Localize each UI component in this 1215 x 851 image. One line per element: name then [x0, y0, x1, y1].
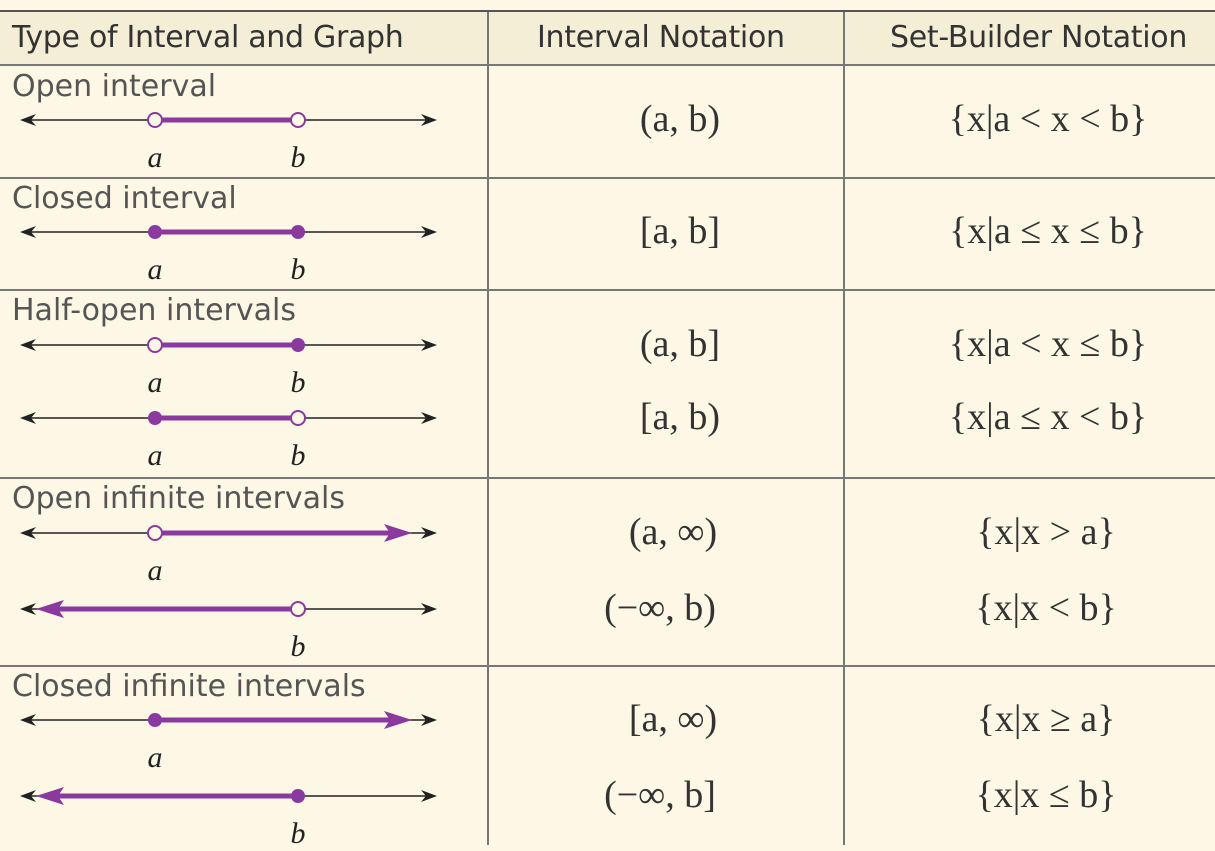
- closed-endpoint-icon: [148, 713, 162, 727]
- endpoint-label-b: b: [291, 630, 306, 663]
- axis-arrow-right-icon: [421, 790, 437, 802]
- set-builder-notation: {x|a ≤ x ≤ b}: [949, 210, 1147, 252]
- endpoint-label-a: a: [148, 253, 163, 286]
- open-endpoint-icon: [290, 601, 306, 617]
- header-interval: Interval Notation: [537, 20, 785, 55]
- endpoint-label-a: a: [148, 741, 163, 774]
- row-divider: [0, 477, 1215, 479]
- interval-arrow-right-icon: [384, 711, 412, 729]
- header-type: Type of Interval and Graph: [12, 20, 404, 55]
- axis-arrow-right-icon: [421, 339, 437, 351]
- header-setbuilder: Set-Builder Notation: [890, 20, 1188, 55]
- table-top-border: [0, 10, 1215, 12]
- set-builder-notation: {x|x < b}: [975, 587, 1117, 629]
- axis-arrow-right-icon: [421, 226, 437, 238]
- interval-notation: (a, b): [639, 98, 721, 140]
- open-endpoint-icon: [147, 525, 163, 541]
- interval-notation: (a, ∞): [628, 511, 718, 553]
- set-builder-notation: {x|a ≤ x < b}: [948, 396, 1148, 438]
- set-builder-notation: {x|a < x < b}: [948, 98, 1148, 140]
- open-endpoint-icon: [147, 337, 163, 353]
- closed-endpoint-icon: [148, 225, 162, 239]
- row-divider: [0, 177, 1215, 179]
- interval-notation: [a, ∞): [628, 698, 718, 740]
- axis-arrow-left-icon: [20, 603, 36, 615]
- column-divider-1: [487, 12, 489, 845]
- closed-endpoint-icon: [291, 338, 305, 352]
- endpoint-label-b: b: [291, 817, 306, 850]
- open-endpoint-icon: [147, 112, 163, 128]
- section-label-closed-interval: Closed interval: [12, 181, 237, 216]
- axis-arrow-right-icon: [421, 714, 437, 726]
- axis-arrow-left-icon: [20, 339, 36, 351]
- endpoint-label-b: b: [291, 439, 306, 472]
- axis-arrow-left-icon: [20, 412, 36, 424]
- axis-arrow-right-icon: [421, 114, 437, 126]
- number-line-graph: a: [20, 524, 437, 587]
- axis-arrow-right-icon: [421, 527, 437, 539]
- endpoint-label-a: a: [148, 554, 163, 587]
- axis-arrow-left-icon: [20, 527, 36, 539]
- axis-arrow-right-icon: [421, 603, 437, 615]
- set-builder-notation: {x|a < x ≤ b}: [948, 323, 1148, 365]
- number-line-graph: a: [20, 711, 437, 774]
- section-label-open-interval: Open interval: [12, 69, 217, 104]
- open-endpoint-icon: [290, 112, 306, 128]
- interval-notation: (−∞, b]: [604, 774, 716, 816]
- interval-notation: [a, b]: [639, 210, 721, 252]
- endpoint-label-b: b: [291, 141, 306, 174]
- axis-arrow-left-icon: [20, 714, 36, 726]
- section-label-open-infinite: Open infinite intervals: [12, 481, 346, 516]
- column-divider-2: [843, 12, 845, 845]
- interval-notation: (a, b]: [639, 323, 721, 365]
- open-endpoint-icon: [290, 410, 306, 426]
- section-label-closed-infinite: Closed infinite intervals: [12, 669, 366, 704]
- row-divider: [0, 665, 1215, 667]
- set-builder-notation: {x|x ≥ a}: [976, 698, 1116, 740]
- axis-arrow-left-icon: [20, 790, 36, 802]
- set-builder-notation: {x|x > a}: [976, 511, 1116, 553]
- interval-notation: [a, b): [639, 396, 721, 438]
- section-label-half-open: Half-open intervals: [12, 293, 296, 328]
- row-divider: [0, 289, 1215, 291]
- number-line-graph: b: [20, 600, 437, 663]
- endpoint-label-a: a: [148, 141, 163, 174]
- closed-endpoint-icon: [291, 225, 305, 239]
- endpoint-label-b: b: [291, 253, 306, 286]
- interval-arrow-left-icon: [36, 600, 64, 618]
- endpoint-label-b: b: [291, 366, 306, 399]
- endpoint-label-a: a: [148, 439, 163, 472]
- axis-arrow-left-icon: [20, 114, 36, 126]
- interval-arrow-left-icon: [36, 787, 64, 805]
- axis-arrow-left-icon: [20, 226, 36, 238]
- closed-endpoint-icon: [148, 411, 162, 425]
- interval-notation: (−∞, b): [604, 587, 716, 629]
- set-builder-notation: {x|x ≤ b}: [975, 774, 1117, 816]
- axis-arrow-right-icon: [421, 412, 437, 424]
- table-header: Type of Interval and Graph Interval Nota…: [0, 12, 1215, 66]
- number-line-graph: b: [20, 787, 437, 850]
- closed-endpoint-icon: [291, 789, 305, 803]
- endpoint-label-a: a: [148, 366, 163, 399]
- interval-arrow-right-icon: [384, 524, 412, 542]
